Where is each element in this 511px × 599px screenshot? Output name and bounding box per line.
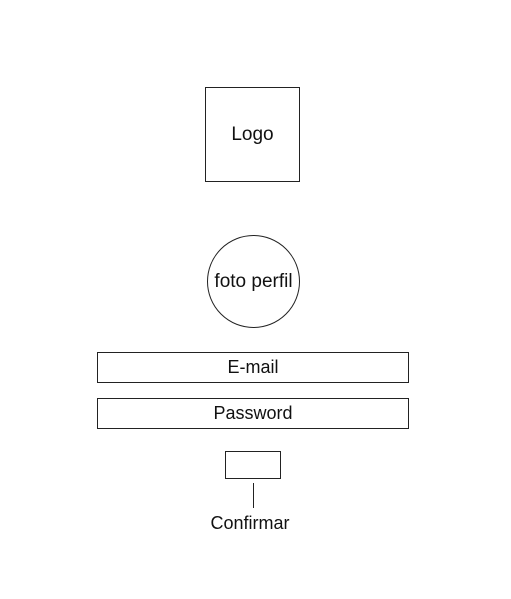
confirm-button[interactable] xyxy=(225,451,281,479)
logo-placeholder: Logo xyxy=(205,87,300,182)
annotation-connector-line xyxy=(253,483,254,508)
logo-label: Logo xyxy=(231,123,274,145)
password-field[interactable]: Password xyxy=(97,398,409,429)
profile-photo-label: foto perfil xyxy=(214,270,293,292)
profile-photo-placeholder[interactable]: foto perfil xyxy=(207,235,300,328)
password-field-label: Password xyxy=(213,403,293,423)
confirm-button-annotation: Confirmar xyxy=(210,513,290,533)
email-field-label: E-mail xyxy=(227,357,279,377)
email-field[interactable]: E-mail xyxy=(97,352,409,383)
